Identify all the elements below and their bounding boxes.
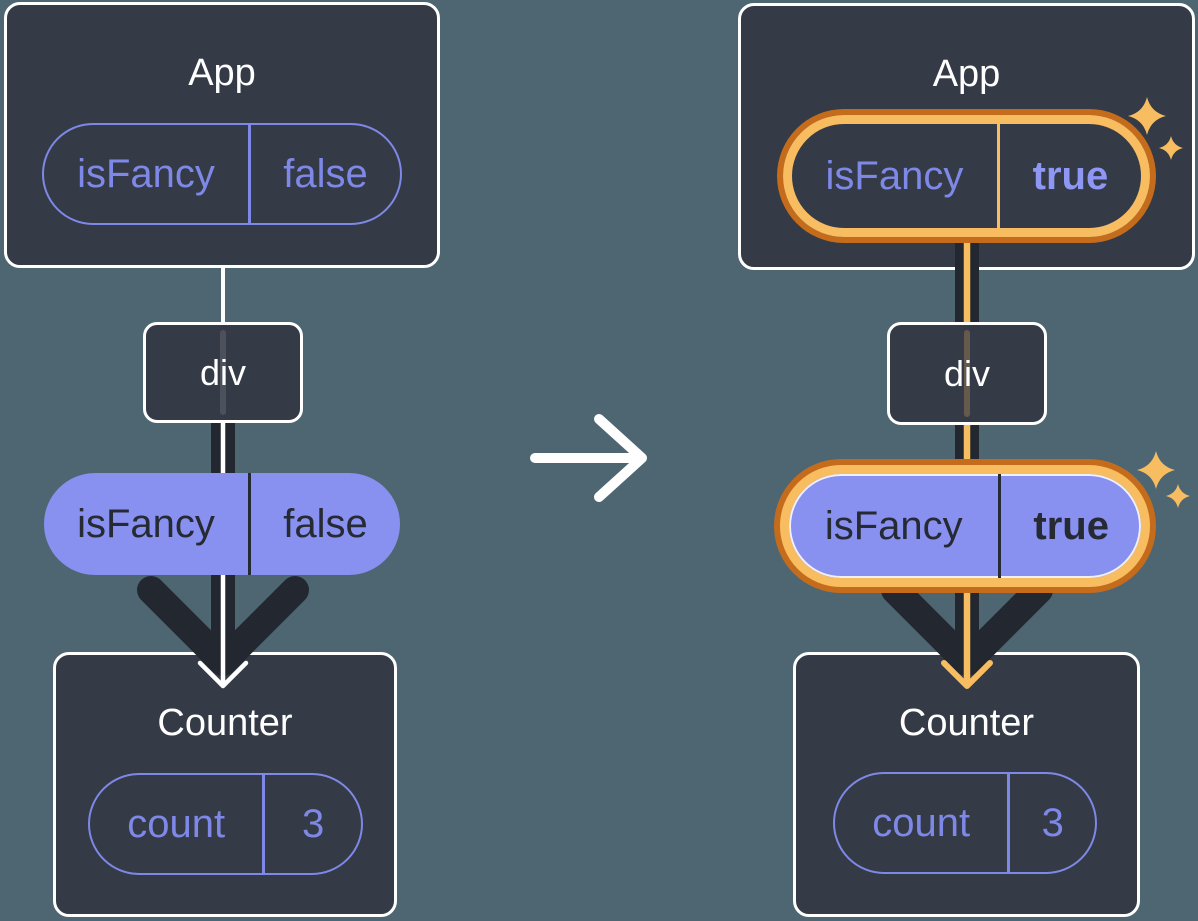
passed-prop-pill-before: isFancy false [44, 473, 400, 575]
state-value: 3 [1041, 800, 1064, 845]
app-card-title: App [188, 52, 256, 94]
pass-through-line [220, 330, 226, 415]
prop-name: isFancy [824, 503, 963, 548]
state-value: false [283, 151, 368, 196]
app-state-pill-after: isFancy true [783, 115, 1150, 237]
prop-value: false [283, 501, 368, 546]
div-node-label: div [199, 351, 247, 393]
div-node-label: div [943, 352, 991, 394]
div-node-after: div [887, 322, 1047, 425]
pill-divider [998, 474, 1002, 578]
sparkle-icon [1166, 484, 1190, 508]
state-name: isFancy [77, 151, 215, 196]
prop-name: isFancy [77, 501, 215, 546]
sparkle-icon [1137, 451, 1175, 489]
state-value: true [1032, 153, 1109, 198]
pill-divider [262, 775, 266, 873]
state-name: count [872, 800, 971, 845]
count-state-pill-after: count 3 [833, 772, 1097, 874]
count-state-pill-before: count 3 [88, 773, 363, 875]
passed-prop-pill-after: isFancy true [780, 465, 1150, 587]
state-name: isFancy [825, 153, 964, 198]
pill-divider [247, 125, 251, 223]
counter-card-title: Counter [157, 702, 293, 744]
state-value: 3 [302, 801, 325, 846]
app-card-title: App [932, 53, 1001, 95]
pill-divider [1007, 774, 1011, 872]
app-state-pill-before: isFancy false [42, 123, 402, 225]
pill-divider [247, 473, 251, 575]
counter-card-title: Counter [898, 702, 1035, 744]
prop-value: true [1033, 503, 1109, 548]
pill-divider [996, 124, 1000, 228]
state-name: count [127, 801, 226, 846]
div-node-before: div [143, 322, 303, 423]
